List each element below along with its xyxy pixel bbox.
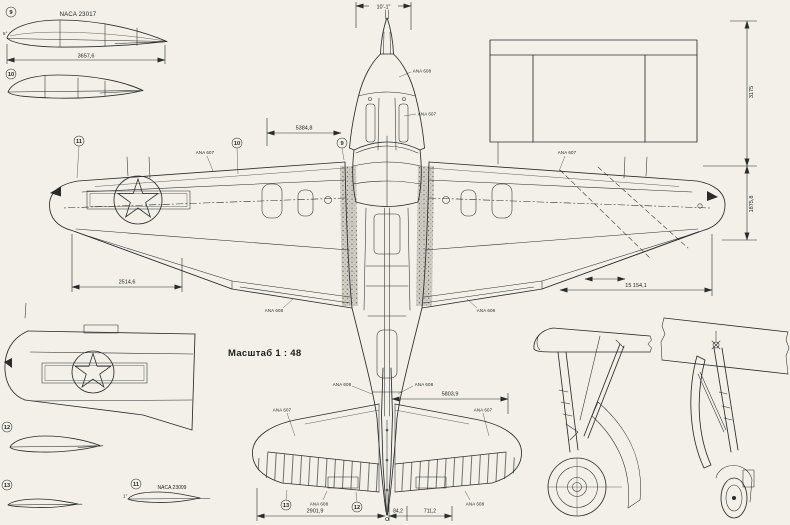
ana-608-tail-right: ANA 608 — [415, 382, 434, 387]
left-wing — [49, 156, 353, 309]
svg-text:1875,8: 1875,8 — [749, 196, 755, 213]
section-9-number: 9 — [9, 10, 12, 16]
ana-608-left-underwing: ANA 608 — [265, 308, 284, 313]
insignia-left-wing — [86, 176, 191, 224]
dim-tail-length: 5803,9 — [391, 392, 509, 414]
svg-text:11: 11 — [76, 139, 82, 145]
ana-608-right-underwing: ANA 608 — [477, 308, 496, 313]
ana-608-tail-left: ANA 608 — [333, 382, 352, 387]
fuselage — [344, 161, 430, 513]
airfoil-section-13: 13 — [1, 479, 83, 509]
insignia-bottom-wing — [41, 351, 148, 393]
naca-23017-label: NACA 23017 — [60, 12, 97, 18]
dim-aileron-span: 2514,6 — [71, 234, 183, 292]
svg-text:12: 12 — [4, 425, 10, 431]
svg-text:2514,6: 2514,6 — [119, 280, 136, 286]
svg-text:3175: 3175 — [749, 86, 755, 98]
svg-text:3657,6: 3657,6 — [78, 54, 95, 60]
svg-text:13: 13 — [4, 483, 10, 489]
dim-chord-3657: 3657,6 — [6, 44, 166, 64]
airfoil-section-11: 11 NACA 23009 1° — [123, 478, 211, 503]
naca-23009-label: NACA 23009 — [158, 485, 187, 491]
dim-elevator: 84,2 711,2 — [388, 506, 453, 521]
canopy — [349, 135, 425, 208]
airfoil-section-9: 9 NACA 23017 5° 3657,6 — [3, 6, 168, 64]
ana-607-stab-left: ANA 607 — [273, 408, 292, 413]
svg-text:84,2: 84,2 — [393, 509, 403, 515]
ana-labels: ANA 608 ANA 607 ANA 607 ANA 607 ANA 608 … — [196, 69, 577, 507]
tail-group — [252, 367, 522, 521]
svg-text:2901,9: 2901,9 — [307, 509, 324, 515]
dim-wing-half-span: 15 154,1 — [559, 234, 713, 296]
airfoil-section-10: 10 — [5, 68, 144, 99]
svg-text:13: 13 — [283, 503, 289, 509]
wing-root-shading — [340, 166, 434, 306]
nose-section — [349, 9, 425, 151]
airfoil-11-angle: 1° — [123, 494, 128, 499]
landing-gear-side-view — [660, 317, 790, 519]
ana-607-stab-right: ANA 607 — [474, 408, 493, 413]
ana-608-elevator-right: ANA 608 — [466, 502, 485, 507]
wing-bottom-view-panel — [4, 302, 196, 431]
dim-right-1875: 1875,8 — [722, 165, 757, 241]
right-wing — [421, 156, 726, 309]
ana-607-right-wing: ANA 607 — [558, 150, 577, 155]
svg-text:5803,9: 5803,9 — [442, 392, 459, 398]
svg-text:9: 9 — [340, 141, 343, 147]
airfoil-9-angle: 5° — [3, 31, 8, 36]
svg-text:10: 10 — [234, 141, 240, 147]
dim-prop-width: 10'-1" — [355, 2, 412, 30]
dim-stab-span: 2901,9 — [256, 488, 386, 521]
airfoil-section-12: 12 — [1, 421, 104, 453]
svg-text:5384,8: 5384,8 — [296, 126, 313, 132]
ana-607-left-wing: ANA 607 — [196, 150, 215, 155]
svg-text:10'-1": 10'-1" — [376, 5, 390, 11]
svg-text:15 154,1: 15 154,1 — [625, 283, 646, 289]
ana-607-nose: ANA 607 — [418, 112, 437, 117]
landing-gear-front-view — [533, 327, 652, 517]
dim-nose-length: 5384,8 — [266, 118, 342, 146]
svg-text:11: 11 — [133, 482, 139, 488]
flap-panel-detail — [489, 39, 698, 165]
scale-caption: Масштаб 1 : 48 — [228, 348, 301, 359]
ana-608-elevator-left: ANA 608 — [310, 502, 329, 507]
svg-text:711,2: 711,2 — [424, 509, 436, 515]
svg-text:12: 12 — [354, 505, 360, 511]
section-10-number: 10 — [8, 72, 14, 78]
ana-608-canopy: ANA 608 — [413, 69, 432, 74]
plan-section-markers: 11 10 9 13 12 — [73, 135, 363, 513]
aircraft-top-view — [49, 9, 726, 521]
